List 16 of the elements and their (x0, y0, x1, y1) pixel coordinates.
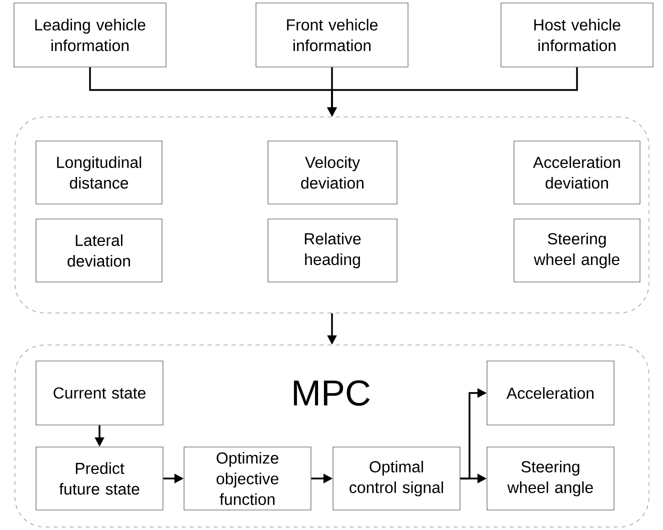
process-box: Lateral deviation (36, 218, 162, 282)
process-box: Optimize objective function (184, 446, 312, 510)
dashed-container (14, 116, 650, 314)
process-box: Host vehicle information (500, 2, 654, 68)
process-box: Leading vehicle information (14, 2, 166, 68)
process-box: Acceleration deviation (514, 140, 640, 204)
process-box: Acceleration (486, 360, 614, 426)
process-box: Optimal control signal (332, 446, 460, 510)
process-box: Longitudinal distance (36, 140, 162, 204)
process-box: Velocity deviation (268, 140, 398, 204)
process-box: Relative heading (268, 218, 398, 282)
process-box: Steering wheel angle (514, 218, 640, 282)
process-box: Predict future state (36, 446, 164, 510)
process-box: Front vehicle information (256, 2, 408, 68)
process-box: Steering wheel angle (486, 446, 614, 510)
process-box: Current state (36, 360, 164, 426)
